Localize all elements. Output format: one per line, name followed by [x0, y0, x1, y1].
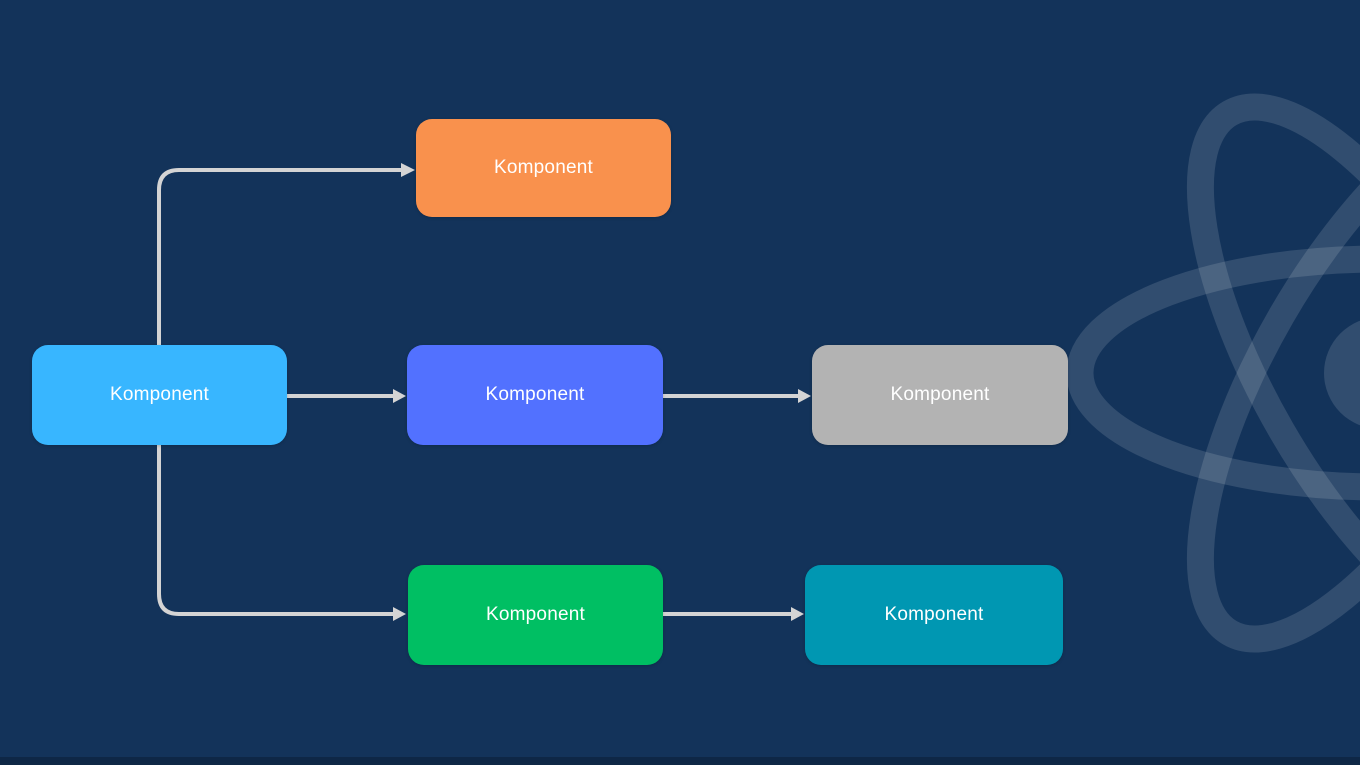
node-label: Komponent [110, 384, 209, 405]
edge-middle-to-middle-end [663, 389, 811, 403]
node-label: Komponent [486, 604, 585, 625]
arrowhead-icon [393, 389, 406, 403]
arrowhead-icon [798, 389, 811, 403]
node-label: Komponent [485, 384, 585, 405]
node-komponent-bottom[interactable]: Komponent [408, 565, 663, 665]
node-label: Komponent [494, 157, 593, 178]
edge-source-to-middle [287, 389, 406, 403]
node-label: Komponent [884, 604, 984, 625]
arrowhead-icon [393, 607, 406, 621]
node-komponent-top[interactable]: Komponent [416, 119, 671, 217]
node-komponent-middle-end[interactable]: Komponent [812, 345, 1068, 445]
arrowhead-icon [791, 607, 804, 621]
node-komponent-middle[interactable]: Komponent [407, 345, 663, 445]
arrowhead-icon [401, 163, 415, 177]
edge-source-to-bottom [157, 445, 406, 621]
bottom-edge-shade [0, 757, 1360, 765]
node-label: Komponent [890, 384, 990, 405]
edge-bottom-to-bottom-end [663, 607, 804, 621]
node-komponent-source[interactable]: Komponent [32, 345, 287, 445]
node-komponent-bottom-end[interactable]: Komponent [805, 565, 1063, 665]
edge-source-to-top [157, 163, 415, 345]
